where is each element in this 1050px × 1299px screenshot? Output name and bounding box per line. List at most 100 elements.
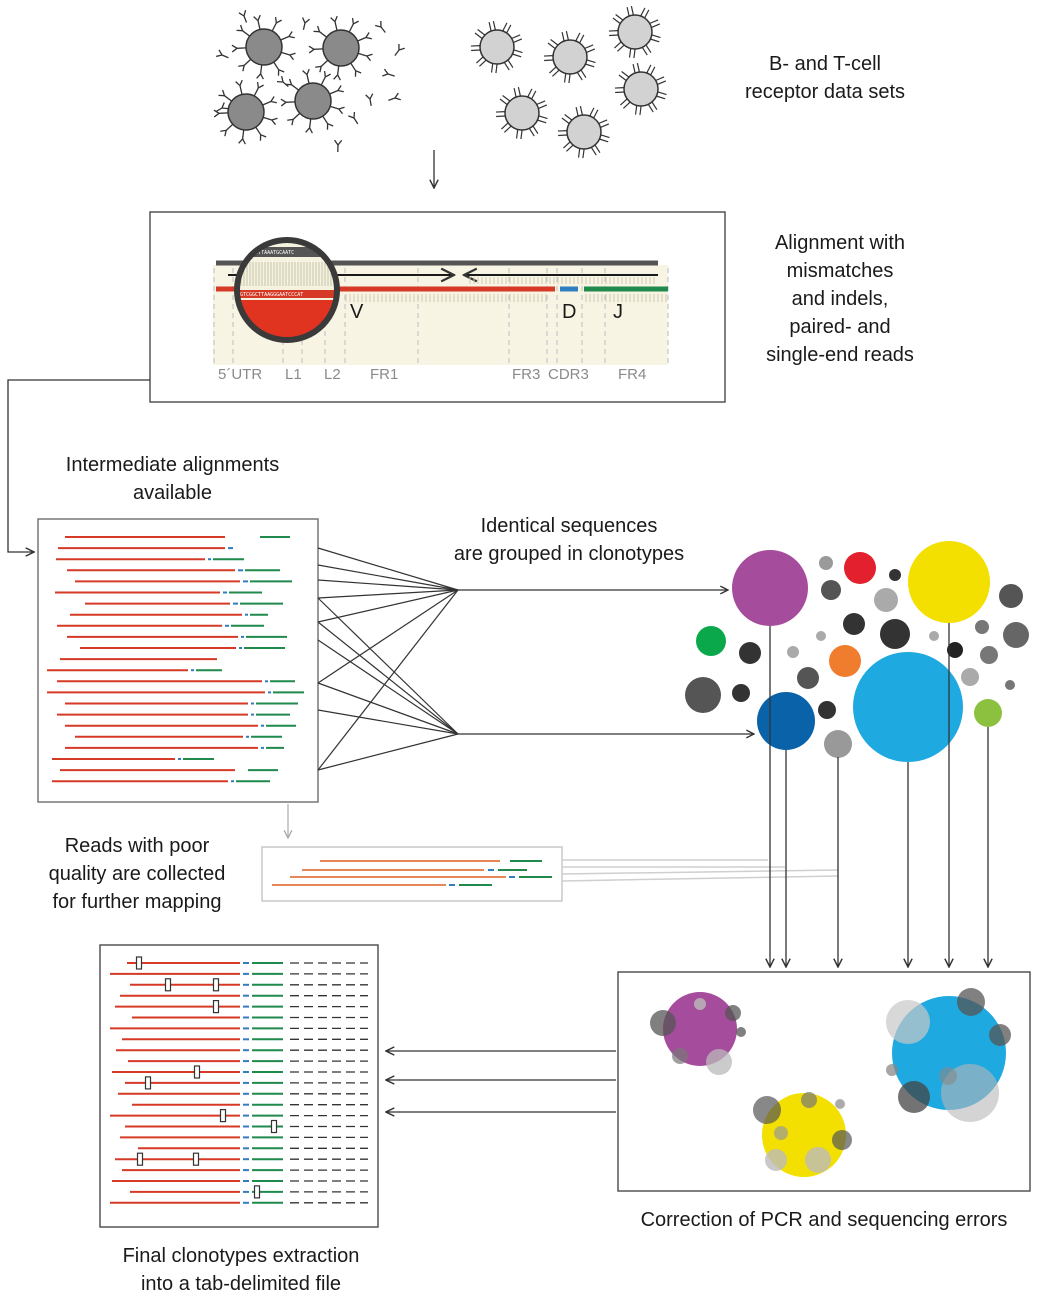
final-clonotype-row — [130, 1185, 368, 1199]
clonotype-minor — [880, 619, 910, 649]
clonotype-minor — [980, 646, 998, 664]
b-cell — [280, 68, 345, 134]
free-antibody — [334, 139, 343, 153]
mismatch-marker — [135, 956, 143, 970]
mismatch-marker — [136, 1152, 144, 1166]
t-cell — [608, 6, 661, 59]
clonotype-minor — [874, 588, 898, 612]
b-cell — [308, 15, 373, 81]
clonotype-minor — [961, 668, 979, 686]
receptor-cells — [213, 6, 667, 159]
final-clonotype-row — [125, 1076, 368, 1090]
clonotype-yellow — [908, 541, 990, 623]
free-antibody — [276, 76, 289, 88]
mismatch-marker — [164, 978, 172, 992]
mismatch-marker — [212, 999, 220, 1014]
gene-label-d: D — [562, 301, 576, 323]
clonotype-minor — [821, 580, 841, 600]
clonotype-minor — [1003, 622, 1029, 648]
clonotype-minor — [929, 631, 939, 641]
free-antibody — [394, 43, 405, 57]
final-clonotype-row — [127, 956, 368, 970]
gene-label-j: J — [613, 301, 623, 323]
clonotype-minor — [787, 646, 799, 658]
free-antibody — [301, 17, 311, 30]
segment-fr3: FR3 — [512, 366, 540, 383]
free-antibody — [388, 92, 401, 101]
b-cell — [213, 79, 278, 145]
free-antibody — [238, 10, 248, 23]
t-cell — [470, 21, 523, 74]
final-clonotype-row — [112, 1065, 368, 1079]
clonotype-minor — [732, 684, 750, 702]
clonotype-minor — [975, 620, 989, 634]
clonotype-orange — [829, 645, 861, 677]
correction-panel — [617, 971, 1031, 1192]
grouping-fan-lines — [317, 547, 754, 771]
segment-5utr: 5´UTR — [218, 366, 262, 383]
label-correction: Correction of PCR and sequencing errors — [640, 1209, 1008, 1231]
clonotype-bubbles — [685, 541, 1029, 762]
final-panel — [99, 944, 379, 1228]
t-cell — [543, 31, 596, 84]
final-clonotype-row — [115, 999, 368, 1014]
clonotype-minor — [843, 613, 865, 635]
t-cell — [557, 106, 610, 159]
segment-fr1: FR1 — [370, 366, 398, 383]
final-clonotype-row — [110, 1108, 368, 1123]
free-antibody — [382, 68, 395, 77]
mismatch-marker — [193, 1065, 201, 1079]
label-final-extraction: Final clonotypes extraction into a tab-d… — [122, 1245, 360, 1295]
clonotype-lime — [974, 699, 1002, 727]
mismatch-marker — [144, 1076, 152, 1090]
segment-l1: L1 — [285, 366, 302, 383]
label-poor-quality: Reads with poor quality are collected fo… — [48, 835, 226, 913]
arrows-to-final — [386, 1051, 616, 1112]
free-antibody — [216, 49, 229, 59]
t-cell — [495, 87, 548, 140]
final-clonotype-row — [125, 1119, 368, 1134]
alignment-panel: GTCGGCTTAAATGCAATC GTCGGCTTAAGGGAATCCCAT… — [149, 211, 726, 403]
mismatch-marker — [253, 1185, 261, 1199]
label-receptor-data-sets: B- and T-cell receptor data sets — [744, 53, 906, 103]
segment-fr4: FR4 — [618, 366, 646, 383]
label-grouping: Identical sequences are grouped in clono… — [453, 515, 685, 565]
clonotype-green — [696, 626, 726, 656]
free-antibody — [215, 102, 229, 113]
b-cell — [231, 14, 296, 80]
clonotype-purple — [732, 550, 808, 626]
mismatch-marker — [212, 978, 220, 992]
clonotype-minor — [999, 584, 1023, 608]
clonotype-minor — [889, 569, 901, 581]
free-antibody — [365, 93, 374, 107]
clonotype-minor — [816, 631, 826, 641]
clonotype-minor — [797, 667, 819, 689]
poor-quality-panel — [261, 846, 839, 902]
clonotype-minor — [947, 642, 963, 658]
intermediate-panel — [37, 518, 319, 803]
mismatch-marker — [219, 1108, 227, 1123]
label-intermediate-alignments: Intermediate alignments available — [65, 454, 280, 504]
mismatch-marker — [192, 1152, 200, 1166]
label-alignment-features: Alignment with mismatches and indels, pa… — [766, 232, 914, 366]
svg-text:GTCGGCTTAAGGGAATCCCAT: GTCGGCTTAAGGGAATCCCAT — [240, 292, 303, 298]
svg-text:GTCGGCTTAAATGCAATC: GTCGGCTTAAATGCAATC — [240, 250, 294, 256]
clonotype-minor — [739, 642, 761, 664]
arrow-alignment-to-intermediate — [7, 379, 150, 552]
clonotype-minor — [818, 701, 836, 719]
arrows-to-correction — [770, 623, 988, 967]
gene-label-v: V — [350, 301, 364, 323]
free-antibody — [348, 111, 359, 125]
clonotype-navy — [757, 692, 815, 750]
mismatch-marker — [270, 1119, 278, 1134]
clonotype-minor — [1005, 680, 1015, 690]
clonotype-minor — [819, 556, 833, 570]
clonotype-minor — [824, 730, 852, 758]
segment-cdr3: CDR3 — [548, 366, 589, 383]
clonotype-cyan — [853, 652, 963, 762]
magnifier-lens: GTCGGCTTAAATGCAATC GTCGGCTTAAGGGAATCCCAT — [234, 237, 340, 343]
final-clonotype-row — [130, 978, 368, 992]
t-cell — [614, 63, 667, 116]
free-antibody — [375, 20, 386, 33]
